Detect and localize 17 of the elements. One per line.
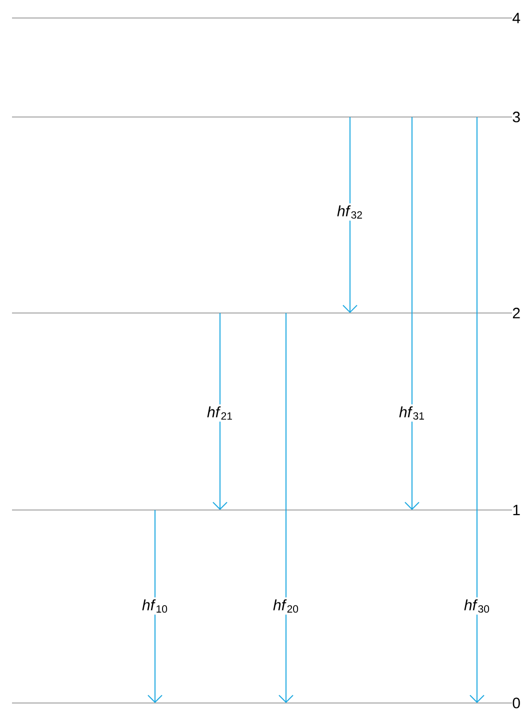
edge-label: hf$_{10}$ xyxy=(142,599,168,613)
edge-label: hf$_{31}$ xyxy=(399,406,424,420)
energy-level: 1 xyxy=(12,504,520,516)
edge-label: hf$_{30}$ xyxy=(464,599,490,613)
arrow xyxy=(278,312,294,703)
edge-label: hf$_{20}$ xyxy=(273,599,298,613)
arrow xyxy=(148,510,162,703)
edge-label: hf$_{21}$ xyxy=(207,406,232,420)
energy-level: 4 xyxy=(12,12,520,24)
energy-level: 3 xyxy=(12,112,520,122)
energy-level: 2 xyxy=(12,308,520,318)
arrow xyxy=(404,116,420,510)
arrow xyxy=(470,116,484,703)
energy-level: 0 xyxy=(12,698,520,708)
arrow xyxy=(342,116,358,313)
arrow xyxy=(212,312,228,510)
edge-label: hf$_{32}$ xyxy=(337,205,362,219)
